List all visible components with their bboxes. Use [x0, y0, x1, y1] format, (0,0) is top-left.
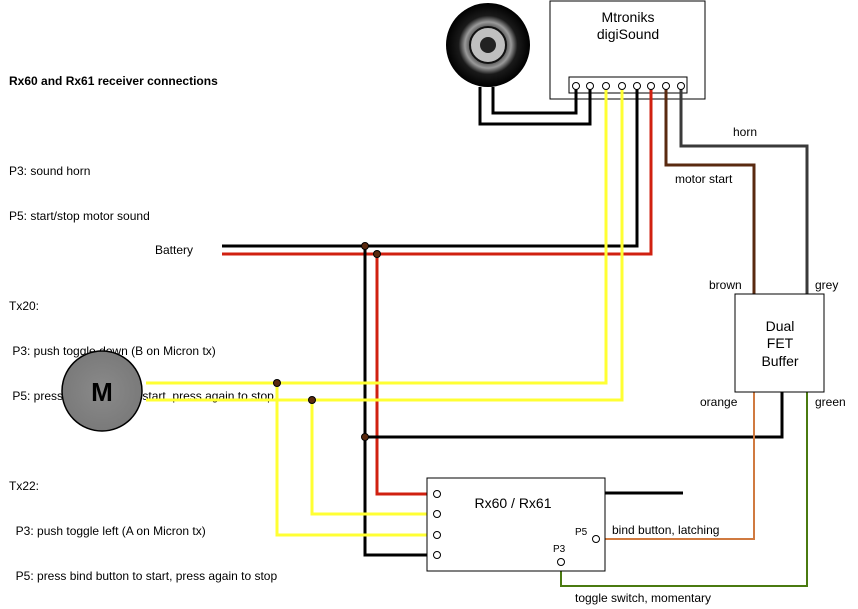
wire-labels: Battery horn motor start brown grey oran…: [155, 125, 846, 605]
horn-wire: [679, 88, 809, 294]
battery-positive-wire: [222, 88, 653, 256]
horn-label: horn: [733, 125, 757, 139]
battery-label: Battery: [155, 243, 193, 257]
green-label: green: [815, 395, 846, 409]
wires: [146, 87, 809, 587]
ground-wire-buffer: [365, 392, 784, 439]
bind-button-label: bind button, latching: [612, 523, 719, 537]
note-tx22-p3: P3: push toggle left (A on Micron tx): [9, 524, 206, 538]
motor-wire-2: [146, 88, 624, 402]
fet-buffer-line3: Buffer: [761, 353, 798, 369]
orange-label: orange: [700, 395, 738, 409]
notes-title: Rx60 and Rx61 receiver connections: [9, 74, 218, 88]
sound-module-model: digiSound: [597, 26, 659, 42]
motor-icon: M: [61, 350, 143, 432]
motor-start-label: motor start: [675, 172, 733, 186]
note-p3: P3: sound horn: [9, 164, 91, 178]
junction-dots: [273, 242, 381, 441]
sound-module-name: Mtroniks: [602, 9, 655, 25]
ground-wire-receiver: [363, 246, 435, 557]
motor-to-rx-1: [275, 383, 435, 537]
receiver: Rx60 / Rx61 P5 P3: [426, 477, 606, 572]
toggle-switch-label: toggle switch, momentary: [575, 591, 711, 605]
note-tx22-heading: Tx22:: [9, 479, 40, 493]
motor-to-rx-2: [310, 400, 435, 516]
fet-buffer: Dual FET Buffer: [734, 293, 825, 393]
green-wire: [560, 392, 808, 587]
motor-wire-1: [146, 88, 608, 385]
note-tx20-heading: Tx20:: [9, 299, 40, 313]
sound-module-pins: [572, 82, 685, 90]
speaker-wire-2: [491, 87, 578, 115]
speaker-wire-1: [478, 87, 592, 126]
battery-negative-wire: [222, 88, 639, 248]
fet-buffer-line2: FET: [767, 335, 794, 351]
note-p5: P5: start/stop motor sound: [9, 209, 150, 223]
orange-wire: [597, 392, 755, 540]
speaker-icon: [446, 3, 530, 87]
fet-buffer-line1: Dual: [766, 318, 795, 334]
motor-start-wire: [664, 88, 756, 294]
receiver-p3-label: P3: [553, 544, 566, 555]
sound-module-connector: [568, 76, 688, 94]
brown-label: brown: [709, 278, 742, 292]
note-tx22-p5: P5: press bind button to start, press ag…: [9, 569, 278, 583]
receiver-label: Rx60 / Rx61: [474, 495, 551, 511]
grey-label: grey: [815, 278, 838, 292]
motor-label: M: [91, 377, 113, 407]
receiver-p5-label: P5: [575, 527, 588, 538]
power-wire-receiver: [375, 254, 435, 496]
